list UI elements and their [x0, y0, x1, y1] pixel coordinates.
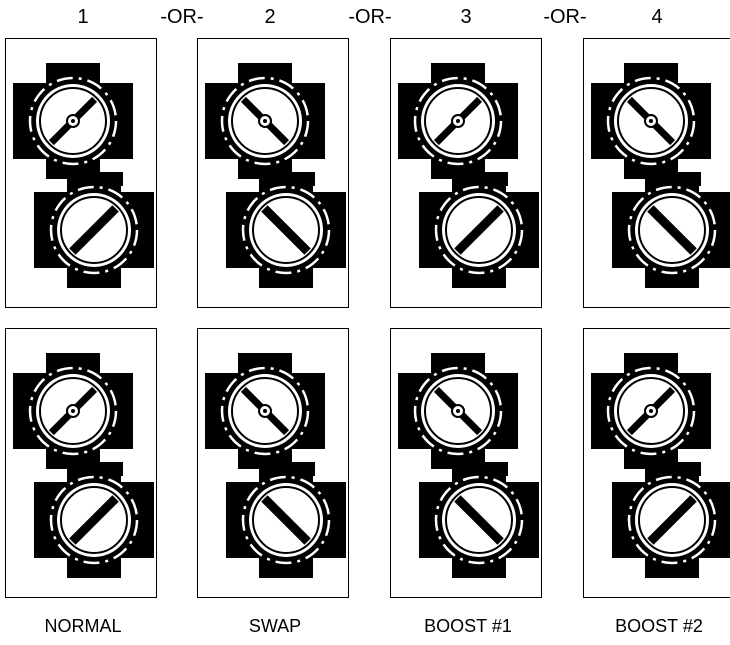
- lower-valve-icon: [417, 460, 541, 580]
- upper-valve-icon: [396, 351, 520, 471]
- panel-top-1: [5, 38, 157, 308]
- position-2-label: 2: [264, 6, 276, 28]
- panel-top-3: [390, 38, 542, 308]
- position-3-label: 3: [460, 6, 472, 28]
- lower-valve-icon: [32, 170, 156, 290]
- or-separator-3: -OR-: [543, 6, 587, 28]
- or-separator-1: -OR-: [160, 6, 204, 28]
- upper-valve-icon: [11, 351, 135, 471]
- upper-valve-icon: [203, 351, 327, 471]
- lower-valve-icon: [224, 170, 348, 290]
- upper-valve-icon: [396, 61, 520, 181]
- upper-valve-icon: [589, 351, 713, 471]
- panel-bottom-4: [583, 328, 730, 598]
- caption-boost-1: BOOST #1: [424, 616, 512, 636]
- valve-pair-svg: [589, 61, 730, 290]
- valve-pair-svg: [589, 351, 730, 580]
- valve-pair-svg: [203, 61, 348, 290]
- upper-valve-icon: [11, 61, 135, 181]
- panel-top-4: [583, 38, 730, 308]
- lower-valve-icon: [417, 170, 541, 290]
- valve-pair-svg: [11, 61, 156, 290]
- valve-pair-svg: [203, 351, 348, 580]
- lower-valve-icon: [224, 460, 348, 580]
- caption-normal: NORMAL: [44, 616, 122, 636]
- position-1-label: 1: [77, 6, 89, 28]
- lower-valve-icon: [610, 170, 730, 290]
- panel-bottom-2: [197, 328, 349, 598]
- panel-top-2: [197, 38, 349, 308]
- valve-pair-svg: [396, 351, 541, 580]
- valve-pair-svg: [11, 351, 156, 580]
- or-separator-2: -OR-: [348, 6, 392, 28]
- panel-bottom-3: [390, 328, 542, 598]
- valve-pair-svg: [396, 61, 541, 290]
- upper-valve-icon: [203, 61, 327, 181]
- upper-valve-icon: [589, 61, 713, 181]
- caption-swap: SWAP: [248, 616, 302, 636]
- lower-valve-icon: [610, 460, 730, 580]
- caption-boost-2: BOOST #2: [615, 616, 703, 636]
- lower-valve-icon: [32, 460, 156, 580]
- position-4-label: 4: [651, 6, 663, 28]
- panel-bottom-1: [5, 328, 157, 598]
